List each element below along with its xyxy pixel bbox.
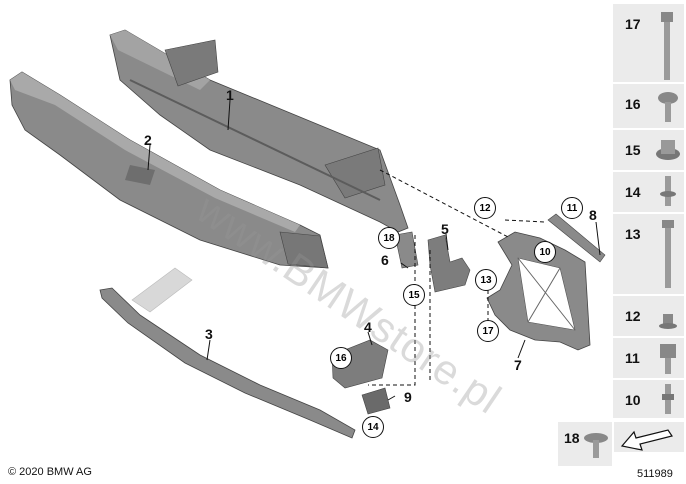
circled-callout-14: 14: [362, 416, 384, 438]
legend-item-18: 18: [558, 422, 612, 466]
expanding-rivet-icon: [584, 433, 608, 458]
hex-bolt-icon: [662, 220, 674, 288]
stud-icon: [660, 176, 676, 206]
impact-absorber: [9, 71, 329, 269]
callout-1: 1: [226, 87, 234, 103]
screw-icon: [658, 92, 678, 122]
collar-nut-icon: [656, 140, 680, 160]
mounting-brackets: [394, 231, 471, 293]
legend-number: 13: [625, 226, 641, 242]
side-bracket-8: [547, 213, 606, 263]
bumper-carrier-beam: [109, 29, 409, 233]
arrow-icon: [620, 429, 673, 451]
legend-item-11: 11: [613, 338, 684, 378]
callout-8: 8: [589, 207, 597, 223]
callout-4: 4: [364, 319, 372, 335]
circled-callout-18: 18: [378, 227, 400, 249]
legend-item-13: 13: [613, 214, 684, 294]
copyright: © 2020 BMW AG: [8, 466, 92, 478]
legend-number: 16: [625, 96, 641, 112]
circled-callout-12: 12: [474, 197, 496, 219]
lower-trim-strip: [99, 267, 356, 439]
circled-callout-17: 17: [477, 320, 499, 342]
legend-number: 11: [625, 350, 640, 366]
legend-number: 10: [625, 392, 641, 408]
callout-2: 2: [144, 132, 152, 148]
long-bolt-icon: [661, 12, 673, 80]
callout-9: 9: [404, 389, 412, 405]
direction-arrow-box: [614, 422, 684, 452]
legend-item-16: 16: [613, 84, 684, 128]
circled-callout-15: 15: [403, 284, 425, 306]
legend-number: 15: [625, 142, 641, 158]
diagram-number: 511989: [637, 468, 673, 480]
circled-callout-16: 16: [330, 347, 352, 369]
legend-number: 17: [625, 16, 641, 32]
crash-box-frame: [486, 231, 591, 351]
legend-item-12: 12: [613, 296, 684, 336]
circled-callout-11: 11: [561, 197, 583, 219]
circled-callout-10: 10: [534, 241, 556, 263]
legend-item-14: 14: [613, 172, 684, 212]
legend-item-15: 15: [613, 130, 684, 170]
callout-5: 5: [441, 221, 449, 237]
legend-item-10: 10: [613, 380, 684, 418]
legend-number: 18: [564, 430, 580, 446]
callout-7: 7: [514, 357, 522, 373]
legend-number: 14: [625, 184, 641, 200]
legend-number: 12: [625, 308, 641, 324]
callout-leaders: [147, 99, 601, 401]
circled-callout-13: 13: [475, 269, 497, 291]
callout-6: 6: [381, 252, 389, 268]
callout-3: 3: [205, 326, 213, 342]
legend-item-17: 17: [613, 4, 684, 82]
flange-bolt-icon: [660, 344, 676, 374]
nut-icon: [659, 314, 677, 329]
threaded-pin-icon: [662, 384, 674, 414]
